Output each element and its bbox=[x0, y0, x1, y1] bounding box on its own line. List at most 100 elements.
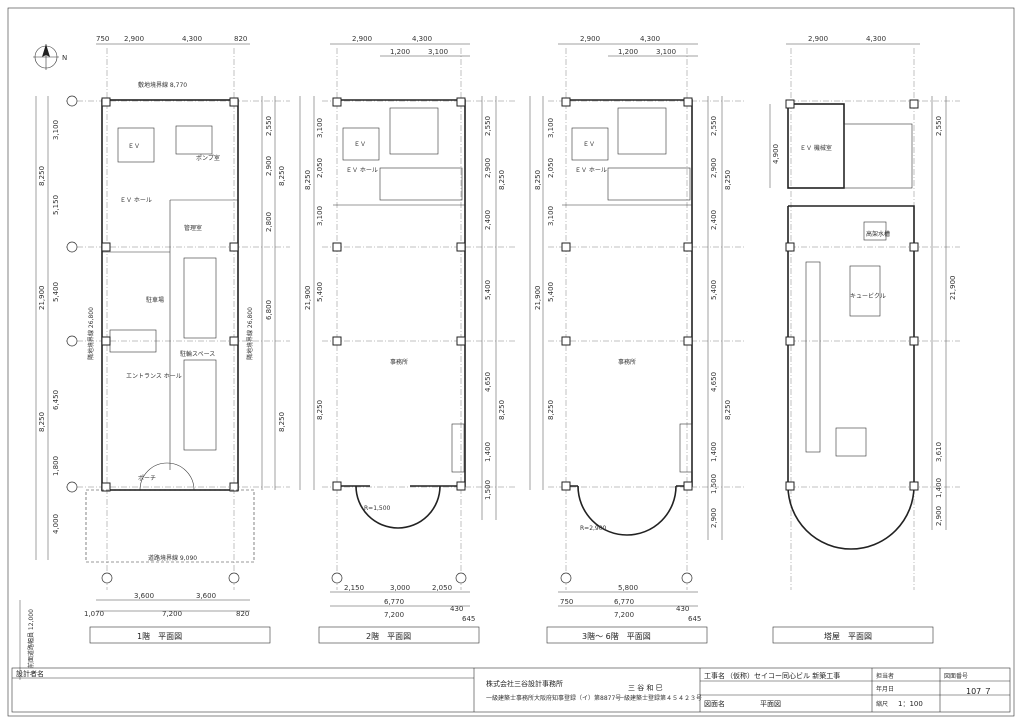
dim-1f-right-total-0: 8,250 bbox=[278, 166, 286, 186]
dim-3f-top-2: 1,200 bbox=[618, 48, 638, 56]
dim-3f-edge-1: 7,200 bbox=[614, 611, 634, 619]
dim-3f-top-0: 2,900 bbox=[580, 35, 600, 43]
dim-2f-right-2: 2,400 bbox=[484, 210, 492, 230]
dim-1f-right-3: 6,800 bbox=[265, 300, 273, 320]
caption-box-3f bbox=[546, 626, 708, 644]
dim-3f-edge-0: 750 bbox=[560, 598, 573, 606]
dim-1f-edge-1: 820 bbox=[236, 610, 249, 618]
dim-2f-right-6: 1,500 bbox=[484, 480, 492, 500]
dim-2f-right-total-1: 8,250 bbox=[498, 400, 506, 420]
tb-check-label: 担当者 bbox=[876, 672, 894, 680]
dim-2f-left-total-0: 8,250 bbox=[304, 170, 312, 190]
tb-firm: 株式会社三谷設計事務所 bbox=[486, 679, 563, 688]
room-1f-ev: ＥＶ bbox=[128, 143, 140, 150]
caption-1f: 1階 平面図 bbox=[137, 631, 182, 641]
dim-3f-left-total-1: 21,900 bbox=[534, 286, 542, 311]
dim-1f-left-2: 5,400 bbox=[52, 282, 60, 302]
dim-2f-left-3: 5,400 bbox=[316, 282, 324, 302]
title-block bbox=[11, 667, 1011, 713]
dim-2f-bottom-0: 2,150 bbox=[344, 584, 364, 592]
dim-3f-bottom-total: 6,770 bbox=[614, 598, 634, 606]
dim-1f-top-2: 4,300 bbox=[182, 35, 202, 43]
tb-architect: 三 谷 和 巳 bbox=[628, 683, 663, 692]
note-1f-boundary-left: 隣地境界線 26,800 bbox=[87, 307, 95, 360]
plan-3f-labels: 2,900 4,300 1,200 3,100 5,800 6,770 750 … bbox=[534, 35, 732, 623]
dim-2f-left-1: 2,050 bbox=[316, 158, 324, 178]
plan-2f bbox=[299, 43, 516, 607]
dim-3f-right-2: 2,400 bbox=[710, 210, 718, 230]
tb-drawer-label: 設計者名 bbox=[16, 669, 44, 678]
north-label: N bbox=[62, 54, 67, 62]
dim-3f-top-1: 4,300 bbox=[640, 35, 660, 43]
room-3f-office: 事務所 bbox=[618, 358, 636, 366]
note-2f-radius: R=1,500 bbox=[364, 505, 391, 512]
dim-3f-top-3: 3,100 bbox=[656, 48, 676, 56]
dim-rf-top-0: 2,900 bbox=[808, 35, 828, 43]
dim-1f-left-0: 3,100 bbox=[52, 120, 60, 140]
dim-1f-bottom-total: 7,200 bbox=[162, 610, 182, 618]
caption-2f: 2階 平面図 bbox=[366, 631, 411, 641]
room-2f-office: 事務所 bbox=[390, 358, 408, 366]
room-1f-bicycle: 駐輪スペース bbox=[180, 350, 215, 358]
tb-drawing-name: 平面図 bbox=[760, 700, 781, 708]
dim-2f-left-2: 3,100 bbox=[316, 206, 324, 226]
caption-box-2f bbox=[318, 626, 480, 644]
dim-1f-left-1: 5,150 bbox=[52, 195, 60, 215]
plan-3f bbox=[529, 43, 744, 607]
plan-rf bbox=[769, 43, 960, 590]
north-arrow: N bbox=[33, 44, 67, 70]
dim-rf-right-4: 2,900 bbox=[935, 506, 943, 526]
dim-3f-left-0: 3,100 bbox=[547, 118, 555, 138]
dim-2f-edge-0: 7,200 bbox=[384, 611, 404, 619]
dim-2f-right-3: 5,400 bbox=[484, 280, 492, 300]
dim-3f-right-total-0: 8,250 bbox=[724, 170, 732, 190]
dim-2f-right-total-0: 8,250 bbox=[498, 170, 506, 190]
dim-1f-right-0: 2,550 bbox=[265, 116, 273, 136]
caption-rf: 塔屋 平面図 bbox=[824, 631, 872, 641]
dim-3f-left-3: 5,400 bbox=[547, 282, 555, 302]
plan-rf-labels: 2,900 4,300 4,900 2,550 21,900 3,610 1,4… bbox=[772, 35, 957, 526]
dim-2f-left-4: 8,250 bbox=[316, 400, 324, 420]
caption-box-rf bbox=[772, 626, 934, 644]
plan-1f bbox=[19, 43, 290, 680]
dim-3f-right-6: 1,500 bbox=[710, 474, 718, 494]
dim-rf-top-1: 4,300 bbox=[866, 35, 886, 43]
dim-2f-edge-1: 430 bbox=[450, 605, 463, 613]
dim-2f-left-0: 3,100 bbox=[316, 118, 324, 138]
room-1f-entrance: エントランス ホール bbox=[126, 373, 182, 380]
dim-1f-left-total-2: 8,250 bbox=[38, 412, 46, 432]
dim-rf-right-2: 3,610 bbox=[935, 442, 943, 462]
dim-1f-top-0: 750 bbox=[96, 35, 109, 43]
dim-1f-top-1: 2,900 bbox=[124, 35, 144, 43]
dim-3f-left-2: 3,100 bbox=[547, 206, 555, 226]
dim-rf-left-0: 4,900 bbox=[772, 144, 780, 164]
dim-2f-top-3: 3,100 bbox=[428, 48, 448, 56]
tb-drawing-label: 図面名 bbox=[704, 699, 725, 708]
room-1f-office: 管理室 bbox=[184, 224, 202, 232]
dim-3f-bottom-0: 5,800 bbox=[618, 584, 638, 592]
dim-2f-bottom-1: 3,000 bbox=[390, 584, 410, 592]
dim-1f-left-total-0: 8,250 bbox=[38, 166, 46, 186]
dim-1f-left-3: 6,450 bbox=[52, 390, 60, 410]
room-rf-water-tank: 高架水槽 bbox=[866, 230, 890, 238]
room-1f-porch: ポーチ bbox=[138, 474, 156, 482]
dim-1f-left-total-1: 21,900 bbox=[38, 286, 46, 311]
dim-3f-right-4: 4,650 bbox=[710, 372, 718, 392]
tb-architect-reg: 一級建築士登録第４５４２３号 bbox=[618, 694, 702, 702]
note-1f-site: 敷地境界線 8,770 bbox=[138, 81, 187, 89]
dim-2f-top-2: 1,200 bbox=[390, 48, 410, 56]
dim-3f-left-1: 2,050 bbox=[547, 158, 555, 178]
dim-rf-right-1: 21,900 bbox=[949, 276, 957, 301]
dim-2f-right-1: 2,900 bbox=[484, 158, 492, 178]
tb-firm-reg: 一級建築士事務所大阪府知事登録（イ）第8877号 bbox=[486, 694, 621, 702]
dim-2f-edge-2: 645 bbox=[462, 615, 475, 623]
dim-3f-edge-2: 430 bbox=[676, 605, 689, 613]
dim-1f-right-1: 2,900 bbox=[265, 156, 273, 176]
tb-sheet-no: 107 ７ bbox=[966, 687, 992, 696]
dim-2f-right-4: 4,650 bbox=[484, 372, 492, 392]
dim-2f-top-0: 2,900 bbox=[352, 35, 372, 43]
dim-3f-right-0: 2,550 bbox=[710, 116, 718, 136]
room-3f-ev-hall: ＥＶ ホール bbox=[575, 167, 607, 174]
caption-3f: 3階～ 6階 平面図 bbox=[582, 631, 651, 641]
